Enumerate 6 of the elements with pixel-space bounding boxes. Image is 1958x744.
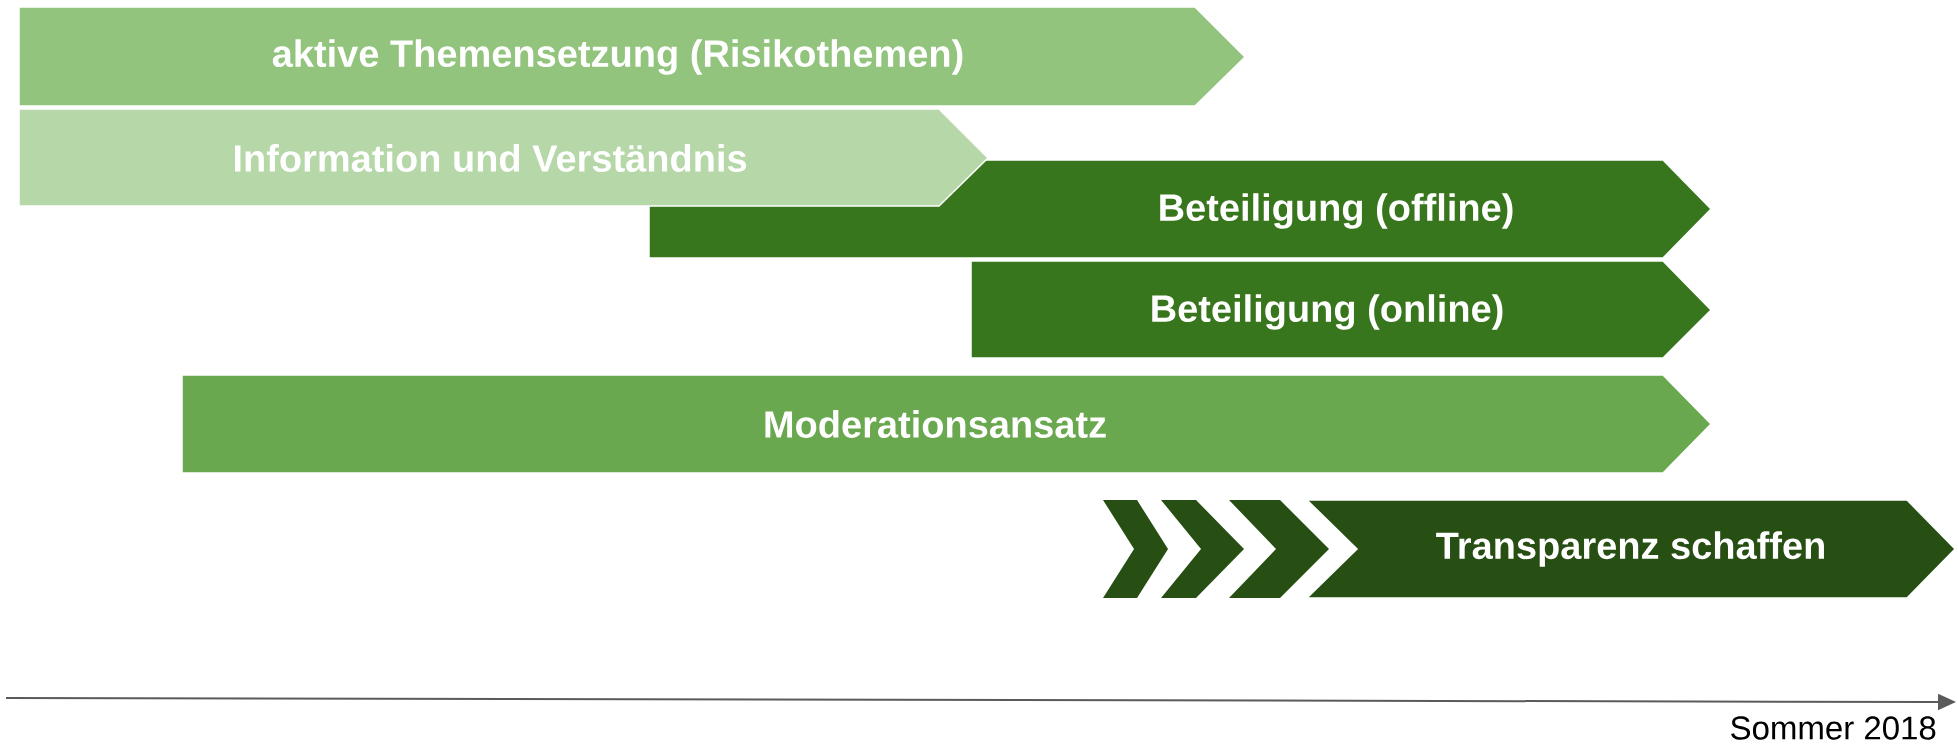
arrow-band: aktive Themensetzung (Risikothemen) xyxy=(18,6,1247,107)
arrow-band: Beteiligung (online) xyxy=(970,260,1713,359)
axis-label: Sommer 2018 xyxy=(1731,716,1936,740)
arrow-band: Transparenz schaffen xyxy=(1305,499,1957,599)
arrow-band: Information und Verständnis xyxy=(18,108,990,207)
arrow-band: Moderationsansatz xyxy=(181,374,1713,474)
